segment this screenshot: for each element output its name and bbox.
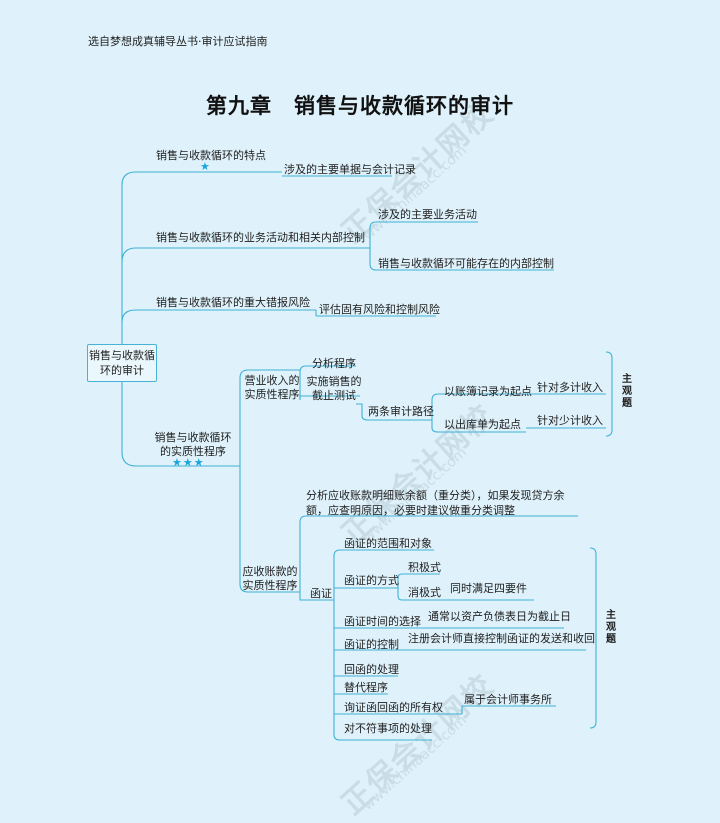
label-subjective: 主观题 — [622, 374, 632, 409]
node-confirm-scope: 函证的范围和对象 — [344, 537, 432, 550]
node-main-activities: 涉及的主要业务活动 — [378, 208, 477, 221]
connector-lines — [121, 171, 613, 741]
node-analysis: 分析程序 — [312, 357, 356, 370]
root-node: 销售与收款循环的审计 — [87, 344, 157, 382]
importance-stars: ★ — [200, 160, 211, 173]
node-assess-risk: 评估固有风险和控制风险 — [319, 303, 440, 316]
node-internal-control: 销售与收款循环可能存在的内部控制 — [378, 257, 554, 270]
node-four-conditions: 同时满足四要件 — [450, 582, 527, 595]
node-positive: 积极式 — [408, 561, 441, 574]
branch-features: 销售与收款循环的特点 — [156, 149, 266, 162]
node-discrepancy: 对不符事项的处理 — [344, 722, 432, 735]
branch-material-risk: 销售与收款循环的重大错报风险 — [156, 296, 310, 309]
node-cutoff-test: 实施销售的截止测试 — [306, 375, 362, 402]
node-confirm-timing: 函证时间的选择 — [344, 615, 421, 628]
label-subjective: 主观题 — [606, 610, 616, 645]
node-path-ledger: 以账簿记录为起点 — [444, 385, 532, 398]
node-revenue-procedures: 营业收入的实质性程序 — [244, 374, 300, 401]
node-reply-ownership: 询证函回函的所有权 — [344, 701, 443, 714]
node-understatement: 针对少计收入 — [537, 414, 603, 427]
node-control-note: 注册会计师直接控制函证的发送和收回 — [408, 632, 595, 645]
branch-substantive-procedures: 销售与收款循环的实质性程序 — [154, 431, 232, 458]
node-confirm-method: 函证的方式 — [344, 574, 399, 587]
node-reclass-analysis: 分析应收账款明细账余额（重分类），如果发现贷方余额，应查明原因，必要时建议做重分… — [306, 489, 565, 517]
importance-stars: ★★★ — [172, 456, 205, 469]
node-receivable-procedures: 应收账款的实质性程序 — [242, 565, 298, 592]
mindmap-page: 正保会计网校 www.chinaacc.com 正保会计网校 www.china… — [87, 35, 632, 822]
node-negative: 消极式 — [408, 586, 441, 599]
branch-business-activities: 销售与收款循环的业务活动和相关内部控制 — [156, 231, 365, 244]
book-series-header: 选自梦想成真辅导丛书·审计应试指南 — [88, 35, 268, 48]
node-documents-records: 涉及的主要单据与会计记录 — [284, 163, 416, 176]
node-alternative-procedures: 替代程序 — [344, 681, 388, 694]
node-balance-sheet-date: 通常以资产负债表日为截止日 — [428, 610, 571, 623]
node-path-shipping: 以出库单为起点 — [444, 418, 521, 431]
node-overstatement: 针对多计收入 — [537, 381, 603, 394]
chapter-title: 第九章 销售与收款循环的审计 — [206, 93, 514, 118]
node-response-handling: 回函的处理 — [344, 663, 399, 676]
root-label: 销售与收款循环的审计 — [89, 349, 155, 377]
node-belongs-firm: 属于会计师事务所 — [464, 693, 552, 706]
node-confirm-control: 函证的控制 — [344, 638, 399, 651]
node-audit-paths: 两条审计路径 — [368, 405, 434, 418]
node-confirmation: 函证 — [310, 587, 332, 600]
